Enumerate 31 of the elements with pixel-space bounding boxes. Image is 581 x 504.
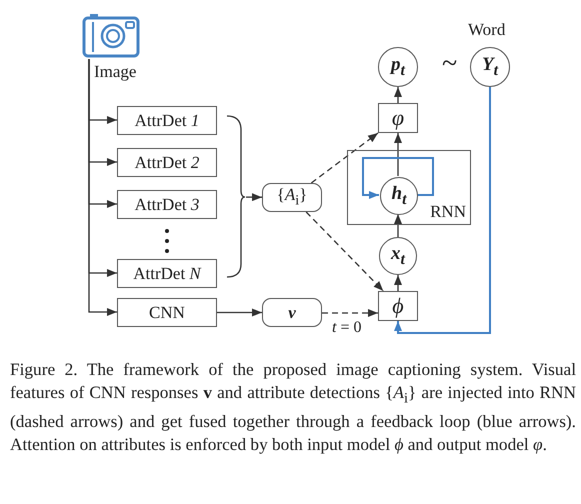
dashed-arrow — [310, 132, 378, 184]
process-box: ϕ — [378, 291, 418, 321]
arrow — [394, 275, 402, 291]
process-box: φ — [378, 103, 418, 133]
process-box: AttrDet 1 — [117, 106, 217, 135]
arrow — [246, 193, 262, 202]
arrow — [88, 59, 117, 316]
image-label: Image — [94, 62, 136, 82]
variable-circle: p$_{t}$ — [378, 47, 418, 87]
tilde-symbol: ~ — [442, 50, 458, 78]
group-label: RNN — [430, 202, 466, 222]
variable-circle: h$_{t}$ — [380, 177, 418, 215]
dashed-arrow — [322, 309, 378, 317]
process-box: CNN — [117, 298, 217, 327]
figure-caption: Figure 2. The framework of the proposed image captioning system. Visual features of CNN responses v and attribute detections {A$_{i}$} are injected into RNN (dashed arrows) and get fused together through a feedback loop (blue arrows). Attention on attributes is enforced by both input model ϕ and output model φ. — [10, 359, 576, 456]
process-box: AttrDet N — [117, 259, 217, 288]
variable-circle: Y$_{t}$ — [470, 47, 510, 87]
group-box — [347, 150, 471, 225]
node-heading: Word — [468, 20, 506, 40]
arrow — [362, 157, 434, 199]
process-box: AttrDet 3 — [117, 190, 217, 219]
arrow — [394, 87, 402, 103]
rounded-box: {A$_{i}$} — [262, 183, 322, 212]
arrow — [217, 308, 262, 316]
arrow — [394, 133, 402, 176]
process-box: AttrDet 2 — [117, 148, 217, 177]
arrow — [394, 214, 402, 237]
dashed-arrow — [306, 212, 384, 292]
rounded-box: v — [262, 298, 322, 327]
variable-circle: x$_{t}$ — [379, 237, 417, 275]
arrow — [394, 87, 491, 334]
